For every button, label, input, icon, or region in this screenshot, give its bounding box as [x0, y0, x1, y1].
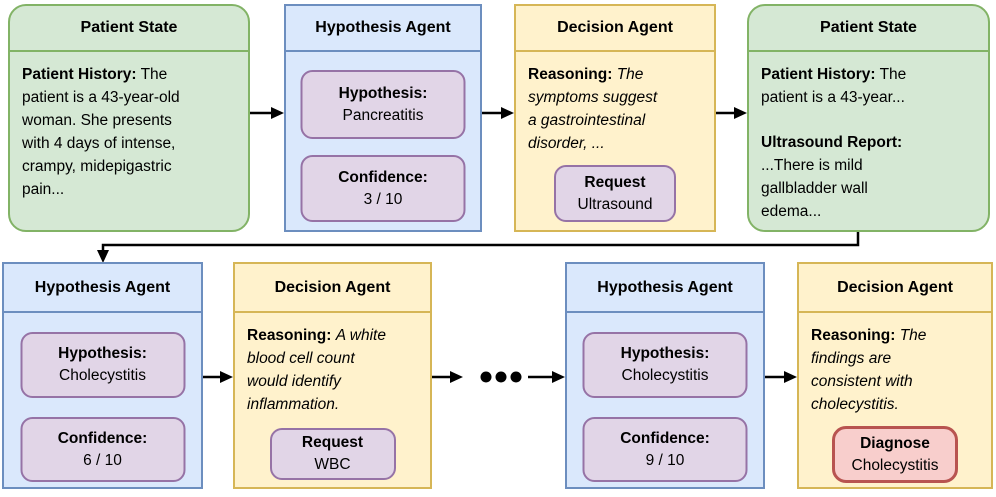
diagnose-pill: Diagnose Cholecystitis — [832, 426, 958, 483]
pill-value: Cholecystitis — [851, 456, 939, 474]
arrow-right-icon — [482, 107, 514, 119]
request-wbc-pill: Request WBC — [269, 428, 396, 480]
arrow-right-icon — [528, 371, 565, 383]
request-ultrasound-pill: Request Ultrasound — [554, 165, 676, 222]
hypothesis-agent-box-1: Hypothesis Agent Hypothesis: Pancreatiti… — [284, 4, 482, 232]
pill-label: Hypothesis: — [620, 345, 710, 362]
ellipsis-icon — [480, 371, 522, 383]
hypothesis-agent-box-2: Hypothesis Agent Hypothesis: Cholecystit… — [2, 262, 203, 489]
patient-state-box-1: Patient State Patient History: The patie… — [8, 4, 250, 232]
reasoning-text: Reasoning: The findings are consistent w… — [811, 327, 927, 413]
box-title: Decision Agent — [235, 264, 430, 313]
confidence-pill: Confidence: 3 / 10 — [300, 155, 466, 222]
decision-agent-box-3: Decision Agent Reasoning: The findings a… — [797, 262, 993, 489]
pill-label: Diagnose — [860, 434, 930, 452]
reasoning-text: Reasoning: The symptoms suggest a gastro… — [528, 66, 658, 152]
arrow-right-icon — [203, 371, 233, 383]
ultrasound-report-label: Ultrasound Report: — [761, 134, 903, 151]
pill-value: 3 / 10 — [363, 190, 403, 208]
ultrasound-report-text: Ultrasound Report: ...There is mild gall… — [761, 134, 903, 220]
patient-state-body: Patient History: The patient is a 43-yea… — [10, 52, 248, 212]
pill-label: Confidence: — [620, 429, 710, 447]
decision-agent-body: Reasoning: The findings are consistent w… — [799, 313, 991, 427]
box-title: Hypothesis Agent — [567, 264, 763, 313]
pill-label: Confidence: — [338, 168, 428, 186]
reasoning-text: Reasoning: A white blood cell count woul… — [247, 327, 386, 413]
patient-state-body: Patient History: The patient is a 43-yea… — [749, 52, 988, 230]
box-title: Hypothesis Agent — [286, 6, 480, 52]
box-title: Decision Agent — [799, 264, 991, 313]
pill-label: Request — [584, 173, 646, 191]
flow-connector-arrow — [97, 231, 860, 263]
pill-value: WBC — [314, 456, 351, 473]
patient-history-label: Patient History: — [22, 66, 137, 83]
pill-label: Hypothesis: — [338, 84, 428, 102]
reasoning-label: Reasoning: — [247, 327, 332, 344]
box-title: Patient State — [10, 6, 248, 52]
pill-label: Hypothesis: — [58, 345, 147, 362]
pill-value: Ultrasound — [577, 195, 653, 213]
decision-agent-body: Reasoning: A white blood cell count woul… — [235, 313, 430, 427]
pill-value: 6 / 10 — [83, 451, 122, 469]
arrow-right-icon — [250, 107, 284, 119]
hypothesis-pill: Hypothesis: Cholecystitis — [582, 332, 748, 398]
confidence-pill: Confidence: 6 / 10 — [20, 417, 185, 482]
hypothesis-pill: Hypothesis: Pancreatitis — [300, 70, 466, 139]
box-title: Decision Agent — [516, 6, 714, 52]
pill-label: Request — [301, 434, 364, 451]
decision-agent-body: Reasoning: The symptoms suggest a gastro… — [516, 52, 714, 166]
box-title: Patient State — [749, 6, 988, 52]
patient-history-text: Patient History: The patient is a 43-yea… — [761, 66, 907, 106]
pill-value: Cholecystitis — [621, 367, 709, 384]
pill-value: 9 / 10 — [645, 451, 685, 469]
pill-value: Pancreatitis — [342, 106, 424, 124]
arrow-right-icon — [765, 371, 797, 383]
confidence-pill: Confidence: 9 / 10 — [582, 417, 748, 482]
patient-history-text: Patient History: The patient is a 43-yea… — [22, 66, 180, 198]
decision-agent-box-1: Decision Agent Reasoning: The symptoms s… — [514, 4, 716, 232]
hypothesis-agent-box-3: Hypothesis Agent Hypothesis: Cholecystit… — [565, 262, 765, 489]
box-title: Hypothesis Agent — [4, 264, 201, 313]
arrow-right-icon — [432, 371, 463, 383]
pill-value: Cholecystitis — [59, 367, 146, 384]
arrow-right-icon — [716, 107, 747, 119]
pill-label: Confidence: — [57, 429, 148, 447]
hypothesis-pill: Hypothesis: Cholecystitis — [20, 332, 185, 398]
decision-agent-box-2: Decision Agent Reasoning: A white blood … — [233, 262, 432, 489]
reasoning-label: Reasoning: — [528, 66, 613, 83]
patient-history-label: Patient History: — [761, 66, 876, 83]
patient-state-box-2: Patient State Patient History: The patie… — [747, 4, 990, 232]
reasoning-label: Reasoning: — [811, 327, 896, 344]
